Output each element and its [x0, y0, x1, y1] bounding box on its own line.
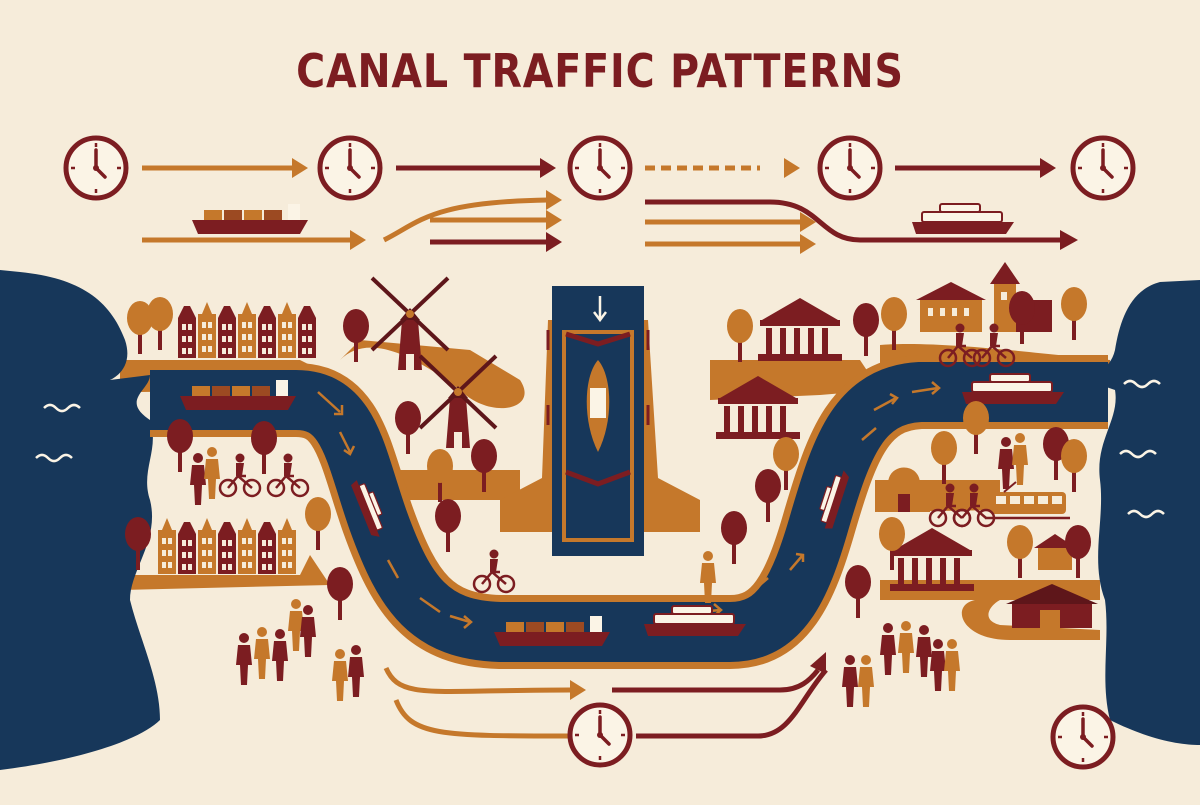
canal-house-icon — [218, 306, 236, 358]
canal-house-icon — [258, 306, 276, 358]
classical-building-icon — [758, 298, 842, 361]
cargo-ship-icon — [192, 204, 308, 234]
canal-houses-upper-left — [178, 302, 316, 358]
clock-icon — [570, 138, 630, 198]
pedestrian-icon — [898, 621, 914, 673]
tram-icon — [985, 481, 1070, 520]
tree-icon — [1061, 287, 1087, 340]
clock-icon — [320, 138, 380, 198]
canal-house-icon — [238, 302, 256, 358]
canal-house-icon — [278, 518, 296, 574]
canal-house-icon — [218, 522, 236, 574]
canal-houses-lower-left — [158, 518, 296, 574]
canal-lock-icon — [500, 286, 700, 556]
tree-icon — [845, 565, 871, 618]
pedestrian-icon — [272, 629, 288, 681]
pedestrian-icon — [998, 437, 1014, 489]
canal-house-icon — [178, 522, 196, 574]
canal-house-icon — [278, 302, 296, 358]
pedestrian-icon — [858, 655, 874, 707]
traffic-flow-arrows-top — [142, 158, 1078, 254]
barn — [1006, 584, 1098, 628]
pedestrian-icon — [190, 453, 206, 505]
canal-house-icon — [298, 306, 316, 358]
page-title: CANAL TRAFFIC PATTERNS — [296, 44, 904, 98]
tree-icon — [727, 309, 753, 362]
cyclist-icon — [472, 548, 516, 594]
clock-icon — [1073, 138, 1133, 198]
pedestrian-icon — [332, 649, 348, 701]
cyclist-icon — [266, 452, 310, 498]
canal-house-icon — [198, 518, 216, 574]
tree-icon — [395, 401, 421, 454]
domed-building — [878, 467, 930, 512]
tree-icon — [931, 431, 957, 484]
tree-icon — [435, 499, 461, 552]
main-canal — [150, 355, 1108, 669]
tree-icon — [853, 303, 879, 356]
tree-icon — [147, 297, 173, 350]
left-lake — [0, 270, 160, 770]
tree-icon — [1065, 525, 1091, 578]
canal-house-icon — [238, 518, 256, 574]
clock-icon — [66, 138, 126, 198]
tree-icon — [305, 497, 331, 550]
pedestrian-icon — [880, 623, 896, 675]
tree-icon — [881, 297, 907, 350]
pedestrian-icon — [930, 639, 946, 691]
water-wave-icon — [35, 379, 1165, 519]
tree-icon — [327, 567, 353, 620]
tree-icon — [1009, 291, 1035, 344]
clock-icon — [820, 138, 880, 198]
canal-house-icon — [178, 306, 196, 358]
pedestrian-icon — [236, 633, 252, 685]
tree-icon — [1007, 525, 1033, 578]
ferry-icon — [911, 203, 1015, 235]
tree-icon — [963, 401, 989, 454]
pedestrian-icon — [204, 447, 220, 499]
pedestrian-icon — [916, 625, 932, 677]
cyclist-icon — [218, 452, 262, 498]
tree-icon — [721, 511, 747, 564]
tree-icon — [755, 469, 781, 522]
pedestrian-icon — [842, 655, 858, 707]
clock-icon — [1053, 707, 1113, 767]
pedestrian-icon — [300, 605, 316, 657]
canal-house-icon — [158, 518, 176, 574]
pedestrian-icon — [348, 645, 364, 697]
pedestrian-icon — [1012, 433, 1028, 485]
clock-icon — [570, 705, 630, 765]
pedestrian-icon — [254, 627, 270, 679]
canal-house-icon — [198, 302, 216, 358]
canal-house-icon — [258, 522, 276, 574]
tree-icon — [1061, 439, 1087, 492]
traffic-flow-arrows-bottom — [383, 652, 828, 746]
tree-icon — [251, 421, 277, 474]
pedestrian-icon — [944, 639, 960, 691]
tree-icon — [167, 419, 193, 472]
canal-flow-arrows — [317, 381, 941, 629]
